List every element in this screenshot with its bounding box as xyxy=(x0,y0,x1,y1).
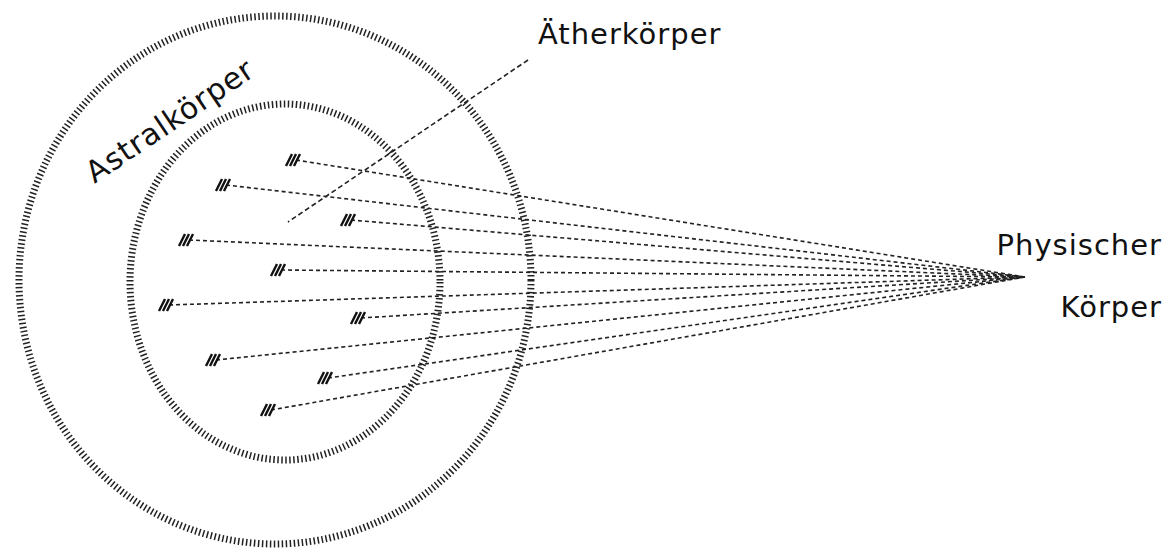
inner-circle xyxy=(130,104,440,460)
converging-lines xyxy=(169,160,1025,410)
part-label: Physischer Körper xyxy=(965,214,1162,338)
ellipse-outline xyxy=(19,16,531,544)
ellipse-outline xyxy=(15,12,535,548)
ellipse-region: Astralkörper xyxy=(15,12,535,548)
leader-line xyxy=(288,60,528,222)
region-name: Astralkörper xyxy=(79,51,261,190)
hatch-dots xyxy=(159,154,365,416)
part-label: Ätherkörper xyxy=(538,14,818,54)
